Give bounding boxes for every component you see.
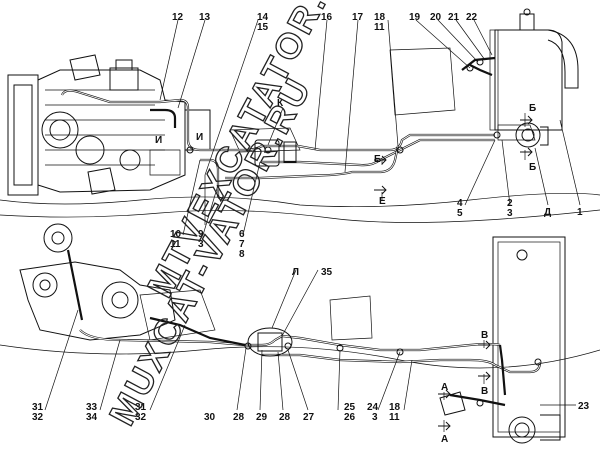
callout-21: 21 bbox=[448, 12, 460, 23]
callout-4: 4 bbox=[457, 198, 463, 209]
callout-24: 24 bbox=[367, 402, 379, 413]
section-arrows bbox=[374, 115, 533, 431]
callout-K: К bbox=[277, 98, 284, 109]
section-mark-B-top: Б bbox=[529, 103, 536, 114]
callout-13: 13 bbox=[199, 12, 211, 23]
callout-D: Д bbox=[544, 207, 551, 218]
callout-5: 5 bbox=[457, 208, 463, 219]
section-mark-E-bottom: Е bbox=[379, 196, 386, 207]
callout-11-mid: 11 bbox=[170, 239, 181, 250]
callout-32-left: 32 bbox=[32, 412, 44, 423]
hydraulic-tank-side bbox=[492, 236, 566, 444]
callout-18-bottom: 18 bbox=[389, 402, 401, 413]
cab-panel bbox=[389, 47, 456, 116]
section-mark-A-top: А bbox=[441, 382, 448, 393]
hydraulic-tank bbox=[489, 8, 579, 148]
callout-3-bottom: 3 bbox=[372, 412, 378, 423]
callout-14: 14 bbox=[257, 12, 269, 23]
section-mark-V-bottom: В bbox=[481, 386, 488, 397]
callout-2: 2 bbox=[507, 198, 513, 209]
frame-outline-lower bbox=[0, 209, 600, 223]
callout-31-right: 31 bbox=[135, 402, 147, 413]
callout-31-left: 31 bbox=[32, 402, 44, 413]
callout-1: 1 bbox=[577, 207, 583, 218]
callout-28-left: 28 bbox=[233, 412, 245, 423]
section-mark-I-left: И bbox=[155, 135, 162, 146]
section-mark-E-top: Е bbox=[374, 154, 381, 165]
callout-9: 9 bbox=[198, 229, 204, 240]
callout-3-mid: 3 bbox=[198, 239, 204, 250]
callout-15: 15 bbox=[257, 22, 269, 33]
section-mark-A-bottom: А bbox=[441, 434, 448, 445]
callout-10: 10 bbox=[170, 229, 182, 240]
callout-33: 33 bbox=[86, 402, 98, 413]
callout-L: Л bbox=[292, 267, 299, 278]
callout-3-top: 3 bbox=[507, 208, 513, 219]
callout-30: 30 bbox=[204, 412, 216, 423]
section-mark-I-right: И bbox=[196, 132, 203, 143]
callout-22: 22 bbox=[466, 12, 478, 23]
section-mark-V-top: В bbox=[481, 330, 488, 341]
callout-32-right: 32 bbox=[135, 412, 147, 423]
callout-35: 35 bbox=[321, 267, 333, 278]
callout-19: 19 bbox=[409, 12, 421, 23]
callout-29: 29 bbox=[256, 412, 268, 423]
leader-lines bbox=[44, 19, 581, 432]
callout-8: 8 bbox=[239, 249, 245, 260]
callout-26: 26 bbox=[344, 412, 356, 423]
callout-11-top: 11 bbox=[374, 22, 385, 33]
callout-18: 18 bbox=[374, 12, 386, 23]
callout-11-bottom: 11 bbox=[389, 412, 400, 423]
callouts-bottom: 35 Л В В А А 31 32 33 34 31 32 30 28 29 … bbox=[32, 267, 590, 445]
callout-23: 23 bbox=[578, 401, 590, 412]
callout-34: 34 bbox=[86, 412, 98, 423]
hose-runs-top bbox=[60, 56, 501, 202]
callout-7: 7 bbox=[239, 239, 245, 250]
frame-bracket bbox=[229, 127, 301, 153]
engine-block bbox=[7, 54, 211, 196]
callout-25: 25 bbox=[344, 402, 356, 413]
callout-27: 27 bbox=[303, 412, 315, 423]
transmission-assembly bbox=[0, 223, 600, 369]
callout-16: 16 bbox=[321, 12, 333, 23]
callouts-top: 12 13 14 15 16 17 18 11 19 20 21 22 К И … bbox=[155, 12, 583, 260]
callout-28-right: 28 bbox=[279, 412, 291, 423]
callout-12: 12 bbox=[172, 12, 184, 23]
section-mark-B-bottom: Б bbox=[529, 162, 536, 173]
callout-17: 17 bbox=[352, 12, 364, 23]
frame-outline bbox=[0, 192, 600, 208]
callout-20: 20 bbox=[430, 12, 442, 23]
callout-6: 6 bbox=[239, 229, 245, 240]
